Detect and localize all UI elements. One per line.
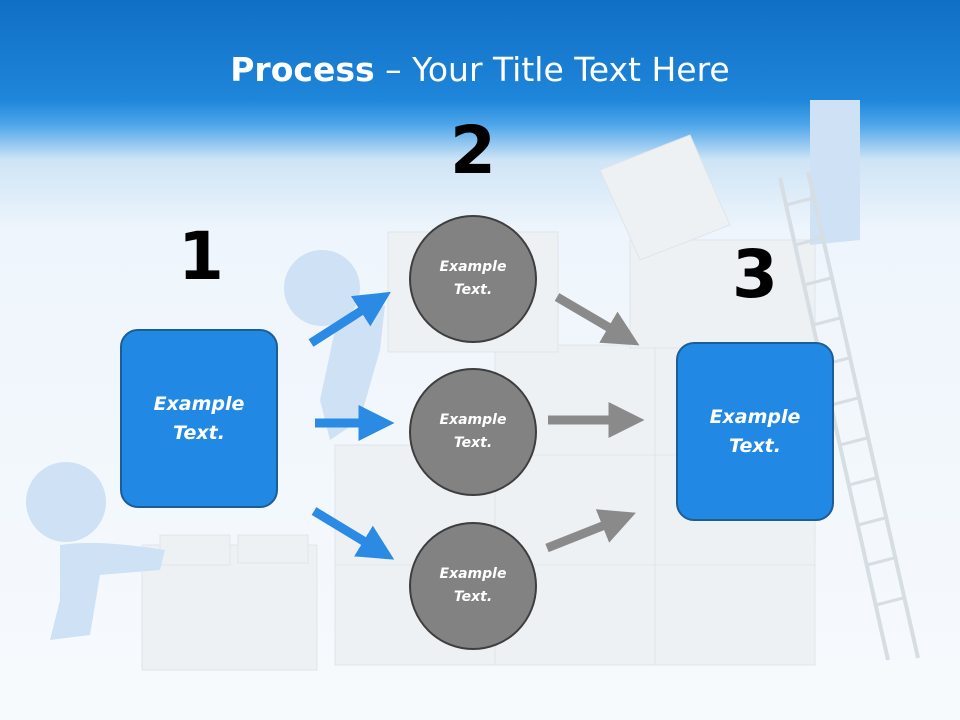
arrow-down-right-gray [554,293,640,346]
step-number-1: 1 [178,218,224,295]
page-title: Process – Your Title Text Here [0,50,960,89]
circle-bottom-text: Example Text. [439,566,507,605]
step-2-circle-top[interactable]: Example Text. [409,215,537,343]
title-rest: – Your Title Text Here [374,50,730,89]
arrow-down-right-blue [311,507,395,560]
title-bold: Process [230,50,375,89]
step-2-circle-middle[interactable]: Example Text. [409,368,537,496]
step-2-circle-bottom[interactable]: Example Text. [409,522,537,650]
step-number-2: 2 [450,112,496,189]
step-1-text: Example Text. [153,392,245,444]
arrow-up-right-blue [308,291,391,347]
step-number-3: 3 [732,236,778,313]
arrow-up-right-gray [545,509,636,553]
step-1-box[interactable]: Example Text. [120,329,278,508]
step-3-box[interactable]: Example Text. [676,342,834,521]
circle-top-text: Example Text. [439,259,507,298]
step-3-text: Example Text. [709,405,801,457]
circle-middle-text: Example Text. [439,412,507,451]
